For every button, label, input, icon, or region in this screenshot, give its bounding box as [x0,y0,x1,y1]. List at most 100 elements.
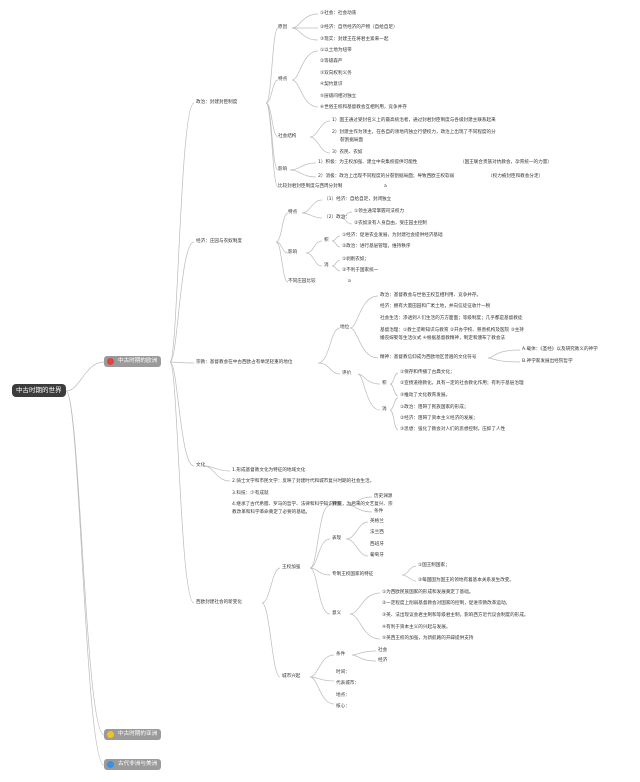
politics-features-label[interactable]: 特点 [278,77,288,82]
yellow-circle-icon [107,731,114,738]
compare-mark: a [384,184,387,189]
economy-feature-item: ①领主通常掌握司法权力 [354,209,405,214]
chapter-medieval-europe[interactable]: 中古时期的欧洲 [104,356,162,367]
religion-negative-item: ①政治：阻碍了民族国家的形成； [400,405,469,410]
influence-item: 2）消极：政治上出现不同程度的分裂割据局面；导致西欧王权软弱 [318,174,455,179]
culture-item: 4.继承了古代希腊、罗马的哲学、法律和科学知识传统，为后来的文艺复兴、宗 [232,502,393,507]
economy-features-label[interactable]: 特点 [288,210,298,215]
religion-negative-item: ②经济：阻碍了资本主义经济的发展； [400,416,478,421]
influence-note: （国王联合贵族对抗教会，孕育统一的力量） [460,160,552,165]
economy-feature-item: （2）政治： [324,215,350,220]
king-trait-item: ①国王制国家； [418,563,450,568]
king-meaning-label[interactable]: 意义 [332,611,342,616]
feature-item: ①以土地为纽带 [320,48,352,53]
economy-impact-label[interactable]: 影响 [288,250,298,255]
economy-positive-item: ②政治：进行基层管理，维持秩序 [342,244,411,249]
branch-economy[interactable]: 经济：庄园与农奴制度 [196,239,242,244]
economy-positive-item: ①经济：促进农业发展，为封建社会提供经济基础 [342,233,443,238]
origin-item: ①社会：社会动荡 [320,11,357,16]
city-condition-item: 社会 [378,648,388,653]
king-meaning-item: ⑤英西王权的加强，为新航路的开辟提供支持 [382,636,474,641]
king-meaning-item: ③英、法出现议会君主制和等级君主制，影响西方近代议会制度的形成。 [382,613,529,618]
king-case-item: 法兰西 [370,530,384,535]
branch-changes[interactable]: 西欧封建社会的新变化 [196,600,242,605]
blue-circle-icon [107,761,114,768]
structure-item: 1）国王通过受封名义上的最高统治者，通过封君封臣制度与各级封建主联系起来 [332,118,496,123]
religion-status-item: 社会生活：渗透到人们生活的方方面面；等级制度；几乎都是基督教徒 [380,316,523,321]
king-power-label[interactable]: 王权加强 [282,565,301,570]
feature-item: ③双向权利义务 [320,71,352,76]
king-meaning-item: ④有利于资本主义的兴起与发展。 [382,625,451,630]
city-row: 地点： [336,693,350,698]
king-case-item: 英格兰 [370,519,384,524]
culture-item: 1.形成基督教文化为特征的地域文化 [232,468,306,473]
branch-politics[interactable]: 政治：封建封臣制度 [196,100,238,105]
economy-negative-label[interactable]: 消 [324,263,329,268]
culture-item: 3.科技：少有成就 [232,491,269,496]
branch-culture[interactable]: 文化 [196,463,206,468]
king-background-item: 历史渊源 [374,494,393,499]
religion-positive-label[interactable]: 积 [382,381,387,386]
religion-status-item: 政治：基督教会与世俗王权互相利用、竞争并存。 [380,293,482,298]
king-traits-label[interactable]: 专制王权国家的特征 [332,572,374,577]
chapter-label: 中古时期的亚洲 [118,731,158,737]
king-meaning-item: ②一定程度上削弱基督教会对国家的控制，促进宗教改革运动。 [382,601,511,606]
chapter-medieval-asia[interactable]: 中古时期的亚洲 [104,729,162,740]
economy-positive-label[interactable]: 积 [324,238,329,243]
origin-item: ②经济：自然经济的产物（自给自足） [320,25,398,30]
city-row: 核心： [336,704,350,709]
king-trait-item: ②每国国为国王的领地有着基本关系发生改变。 [418,578,514,583]
branch-religion[interactable]: 宗教：基督教会在中古西欧占有举足轻重的地位 [196,360,293,365]
economy-diff-mark: a [348,279,351,284]
structure-item: 3）农民、农奴 [332,150,363,155]
religion-status-item: 基督治理：①教士垄断知识与教育 ②开办学校、慈善机构及医院 ③主持 [380,328,524,333]
culture-item: 教改革和科学革命奠定了必要的基础。 [232,510,311,515]
influence-note: （权力被封臣和教会分走） [488,174,544,179]
religion-positive-item: ③推动了文化教育发展。 [400,393,451,398]
king-cases-label[interactable]: 表现 [332,536,342,541]
feature-item: ⑤层级间相对独立 [320,94,357,99]
chapter-label: 中古时期的欧洲 [118,358,158,364]
politics-origin-label[interactable]: 原因 [278,25,288,30]
religion-negative-item: ③思想：强化了教会对人们的思想控制，压抑了人性 [400,427,506,432]
origin-item: ③现实：封建王在将君主紧来一起 [320,37,389,42]
city-row: 时间： [336,670,350,675]
influence-item: 1）积极：为王权加强、建立中央集权提供可能性 [318,160,418,165]
religion-status-label[interactable]: 地位 [340,325,350,330]
religion-positive-item: ①保存和传播了古典文化； [400,370,455,375]
city-row: 代表城市： [336,681,359,686]
king-case-item: 葡萄牙 [370,553,384,558]
religion-negative-label[interactable]: 消 [382,407,387,412]
religion-status-item: 精神：基督教信仰成为西欧地区普遍的文化符号 [380,355,477,360]
structure-item: 裂割据局面 [340,138,363,143]
king-meaning-item: ①为西欧民族国家的形成和发展奠定了基础。 [382,590,474,595]
religion-philosophy-item: A.载体：《圣经》以及研究教义的神学 [522,347,598,352]
king-background-label[interactable]: 背景 [332,502,342,507]
economy-negative-item: ②不利于国家统一 [342,268,379,273]
city-condition-label[interactable]: 条件 [336,652,346,657]
religion-status-item: 经济：拥有大量田园和广袤土地，并向信徒征收什一税 [380,304,491,309]
chapter-africa-america[interactable]: 古代非洲与美洲 [104,759,162,770]
city-rise-label[interactable]: 城市兴起 [282,674,301,679]
politics-structure-label[interactable]: 社会结构 [278,134,297,139]
economy-diff[interactable]: 不同庄园比较 [288,279,316,284]
religion-status-item: 婚丧嫁娶等生活仪式 ④根据基督教精神，制定和颁布了教会法 [380,336,506,341]
root-topic[interactable]: 中古时期的世界 [12,384,66,397]
feature-item: ⑥世俗王权和基督教会互相利用，竞争并存 [320,105,407,110]
politics-influence-label[interactable]: 影响 [278,167,288,172]
feature-item: ②等级森严 [320,59,343,64]
chapter-label: 古代非洲与美洲 [118,761,158,767]
politics-compare[interactable]: 比较封君封臣制度与西周分封制 [278,184,343,189]
religion-positive-item: ②宣扬道德教化，具有一定的社会教化作用；有利于基层治理 [400,381,524,386]
religion-eval-label[interactable]: 评价 [342,371,352,376]
structure-item: 2）封建主作为领主，在各自的领地内独立行使权力，政治上出现了不同程度的分 [332,130,496,135]
king-background-item: 条件 [374,509,384,514]
economy-negative-item: ①剥削农奴； [342,257,370,262]
red-circle-icon [107,358,114,365]
culture-item: 2.骑士文学和市民文学：反映了封建时代和城市复兴时期的社会生活。 [232,479,375,484]
economy-feature-item: ②农奴没有人身自由，受庄园主控制 [354,221,428,226]
religion-philosophy-item: B.神学家发展出经院哲学 [522,359,573,364]
feature-item: ④契约意识 [320,82,343,87]
city-condition-item: 经济 [378,658,388,663]
